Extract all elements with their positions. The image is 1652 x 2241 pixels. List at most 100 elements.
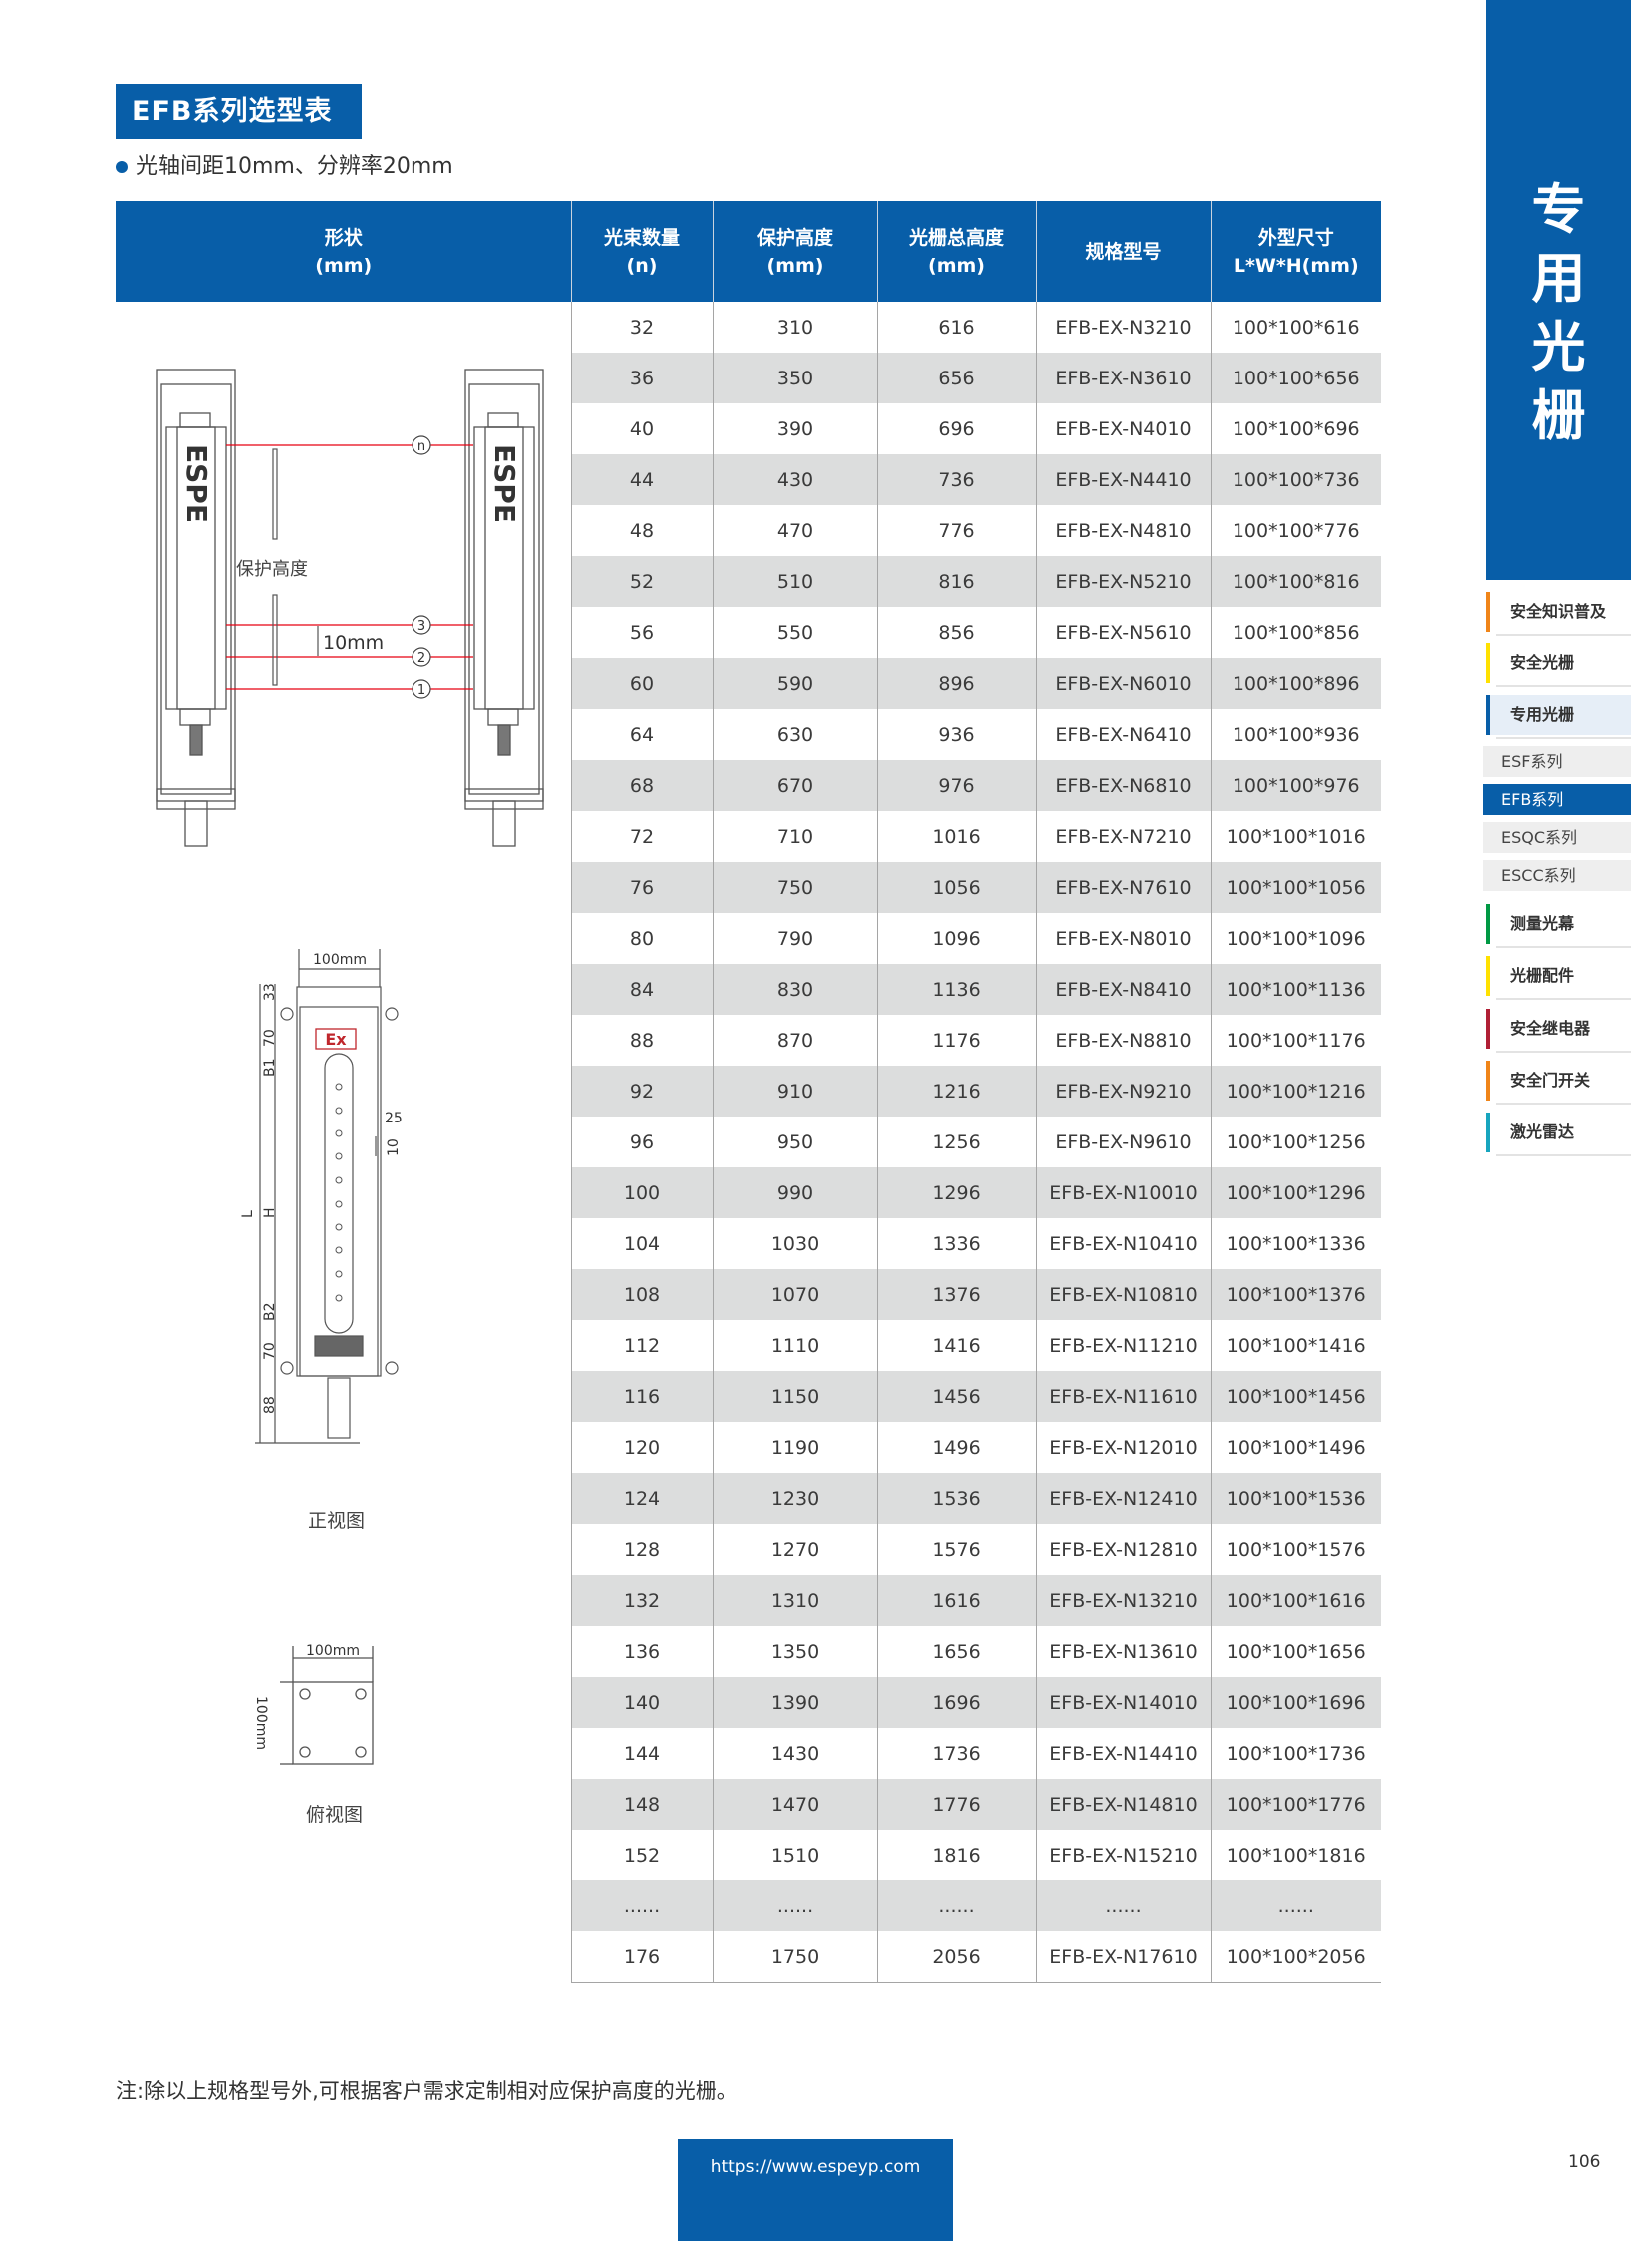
top-view-caption: 俯视图 <box>306 1804 364 1826</box>
cell-dimensions: 100*100*616 <box>1210 302 1381 353</box>
cell-dimensions: 100*100*1776 <box>1210 1779 1381 1830</box>
cell-total-height: 1576 <box>876 1524 1036 1575</box>
cell-beam-count: 36 <box>570 353 713 403</box>
cell-dimensions: 100*100*1416 <box>1210 1320 1381 1371</box>
cell-protect-height: 1750 <box>712 1931 877 1983</box>
cell-model: EFB-EX-N8010 <box>1035 913 1211 964</box>
cell-model: EFB-EX-N15210 <box>1035 1830 1211 1880</box>
cell-beam-count: 120 <box>570 1422 713 1473</box>
sidebar-item-5[interactable]: ESQC系列 <box>1483 822 1631 853</box>
sidebar-item-6[interactable]: ESCC系列 <box>1483 860 1631 891</box>
cell-beam-count: 100 <box>570 1167 713 1218</box>
cell-total-height: 736 <box>876 454 1036 505</box>
cell-total-height: 1616 <box>876 1575 1036 1626</box>
sidebar-item-2[interactable]: 专用光栅 <box>1486 695 1631 739</box>
cell-dimensions: 100*100*656 <box>1210 353 1381 403</box>
cell-beam-count: 124 <box>570 1473 713 1524</box>
cell-beam-count: 48 <box>570 505 713 556</box>
cell-dimensions: 100*100*816 <box>1210 556 1381 607</box>
cell-model: EFB-EX-N10010 <box>1035 1167 1211 1218</box>
sidebar-item-8[interactable]: 光栅配件 <box>1486 956 1631 1000</box>
sidebar-item-10[interactable]: 安全门开关 <box>1486 1061 1631 1105</box>
section-banner <box>1486 0 1631 580</box>
cell-model: EFB-EX-N11610 <box>1035 1371 1211 1422</box>
sidebar-item-3[interactable]: ESF系列 <box>1483 746 1631 777</box>
cell-protect-height: ...... <box>712 1880 877 1931</box>
cell-total-height: 1056 <box>876 862 1036 913</box>
website-link[interactable]: https://www.espeyp.com <box>678 2139 953 2241</box>
cell-dimensions: 100*100*1696 <box>1210 1677 1381 1728</box>
header-model: 规格型号 <box>1035 201 1211 302</box>
cell-total-height: 856 <box>876 607 1036 658</box>
cell-protect-height: 1430 <box>712 1728 877 1779</box>
cell-total-height: 936 <box>876 709 1036 760</box>
cell-model: EFB-EX-N9610 <box>1035 1117 1211 1167</box>
subtitle-text: 光轴间距10mm、分辨率20mm <box>136 154 453 179</box>
cell-model: EFB-EX-N8810 <box>1035 1015 1211 1066</box>
cell-dimensions: 100*100*696 <box>1210 403 1381 454</box>
cell-model: EFB-EX-N10810 <box>1035 1269 1211 1320</box>
cell-beam-count: 32 <box>570 302 713 353</box>
cell-model: EFB-EX-N14410 <box>1035 1728 1211 1779</box>
cell-total-height: 776 <box>876 505 1036 556</box>
front-width-label: 100mm <box>313 952 367 968</box>
cell-dimensions: 100*100*1056 <box>1210 862 1381 913</box>
cell-protect-height: 550 <box>712 607 877 658</box>
protect-height-label: 保护高度 <box>236 559 308 580</box>
cell-protect-height: 1310 <box>712 1575 877 1626</box>
cell-total-height: 1376 <box>876 1269 1036 1320</box>
cell-dimensions: 100*100*896 <box>1210 658 1381 709</box>
shape-cell <box>116 302 571 1983</box>
cell-dimensions: 100*100*1256 <box>1210 1117 1381 1167</box>
sidebar-item-9[interactable]: 安全继电器 <box>1486 1009 1631 1053</box>
cell-model: EFB-EX-N6810 <box>1035 760 1211 811</box>
beam-marker-1: 1 <box>417 683 425 698</box>
sidebar-item-7[interactable]: 测量光幕 <box>1486 904 1631 948</box>
espe-logo-right: ESPE <box>488 444 521 523</box>
pitch-label: 10mm <box>323 632 384 654</box>
cell-model: EFB-EX-N6010 <box>1035 658 1211 709</box>
cell-total-height: 1216 <box>876 1066 1036 1117</box>
cell-model: EFB-EX-N12810 <box>1035 1524 1211 1575</box>
cell-beam-count: 72 <box>570 811 713 862</box>
cell-protect-height: 1510 <box>712 1830 877 1880</box>
cell-beam-count: 108 <box>570 1269 713 1320</box>
cell-dimensions: 100*100*1736 <box>1210 1728 1381 1779</box>
cell-beam-count: 104 <box>570 1218 713 1269</box>
cell-dimensions: 100*100*1816 <box>1210 1830 1381 1880</box>
cell-protect-height: 1110 <box>712 1320 877 1371</box>
cell-dimensions: 100*100*856 <box>1210 607 1381 658</box>
cell-total-height: ...... <box>876 1880 1036 1931</box>
cell-dimensions: 100*100*1296 <box>1210 1167 1381 1218</box>
cell-model: EFB-EX-N4010 <box>1035 403 1211 454</box>
cell-total-height: 1696 <box>876 1677 1036 1728</box>
cell-total-height: 1416 <box>876 1320 1036 1371</box>
espe-logo-left: ESPE <box>180 444 213 523</box>
cell-protect-height: 430 <box>712 454 877 505</box>
front-view-caption: 正视图 <box>308 1510 366 1532</box>
cell-beam-count: 80 <box>570 913 713 964</box>
cell-model: EFB-EX-N17610 <box>1035 1931 1211 1983</box>
cell-dimensions: 100*100*936 <box>1210 709 1381 760</box>
sidebar-item-11[interactable]: 激光雷达 <box>1486 1113 1631 1156</box>
cell-protect-height: 750 <box>712 862 877 913</box>
sidebar-item-0[interactable]: 安全知识普及 <box>1486 592 1631 636</box>
cell-beam-count: 96 <box>570 1117 713 1167</box>
sidebar-item-4[interactable]: EFB系列 <box>1483 784 1631 815</box>
sidebar-item-1[interactable]: 安全光栅 <box>1486 643 1631 687</box>
cell-model: EFB-EX-N13210 <box>1035 1575 1211 1626</box>
ex-mark: Ex <box>325 1030 347 1049</box>
